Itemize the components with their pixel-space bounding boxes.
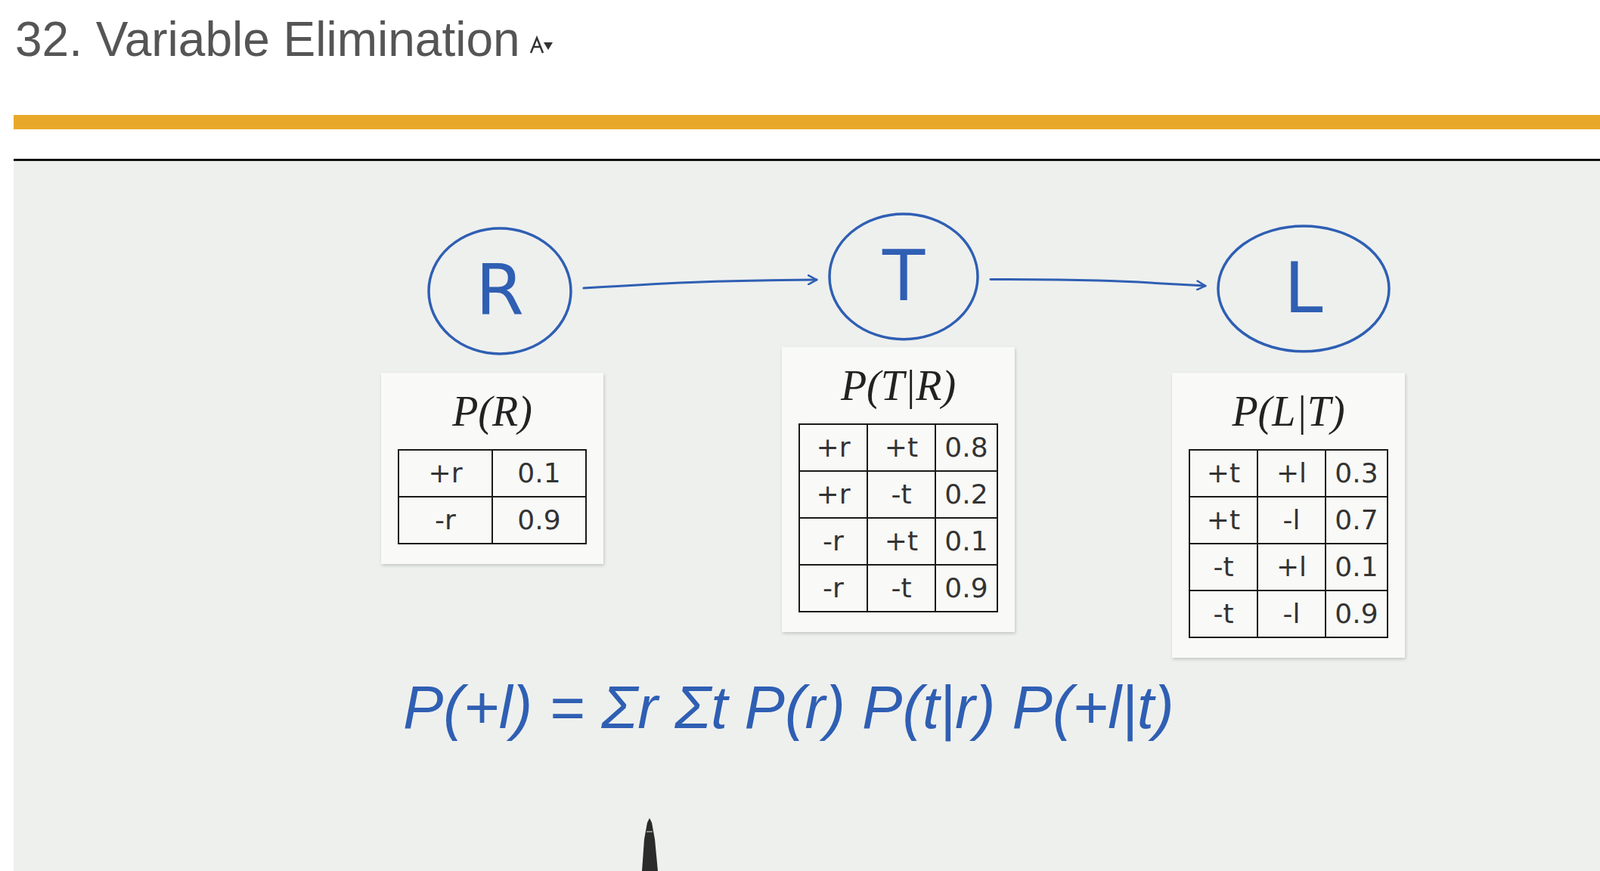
probability-table: P(R) +r0.1-r0.9: [381, 372, 604, 565]
hand-drawn-circle: [428, 228, 571, 354]
table-cell: 0.9: [1326, 591, 1387, 637]
variable-letter: T: [882, 238, 925, 315]
table-cell: 0.7: [1326, 497, 1387, 543]
icon-triangle: [543, 42, 553, 50]
table-cell: -t: [1190, 544, 1257, 590]
probability-table: P(L|T)+t+l0.3+t-l0.7-t+l0.1-t-l0.9: [1172, 372, 1405, 658]
table-cell: +t: [1190, 497, 1257, 543]
arrow-connector: [583, 279, 817, 289]
table-grid: +r0.1-r0.9: [397, 449, 587, 545]
variable-node: R: [426, 226, 574, 357]
table-grid: +t+l0.3+t-l0.7-t+l0.1-t-l0.9: [1188, 449, 1389, 639]
table-cell: +r: [399, 450, 492, 497]
table-heading: P(L|T): [1188, 386, 1389, 438]
formula: P(+l) = Σr Σt P(r) P(t|r) P(+l|t): [403, 671, 1175, 745]
table-cell: 0.9: [493, 497, 586, 543]
table-cell: 0.1: [1326, 544, 1387, 590]
table-cell: -t: [1190, 591, 1257, 637]
table-cell: +l: [1258, 450, 1325, 497]
pen-tip: [641, 818, 658, 871]
pen-ring: [646, 831, 653, 833]
table-cell: +t: [868, 424, 935, 471]
table-cell: 0.9: [936, 565, 997, 611]
table-cell: +l: [1258, 544, 1325, 590]
icon-stroke: [530, 37, 543, 53]
table-cell: 0.1: [493, 450, 586, 497]
accent-bar: [13, 114, 1600, 130]
variable-letter: L: [1283, 250, 1323, 327]
table-cell: +r: [800, 424, 867, 471]
arrow-connector: [990, 279, 1206, 286]
table-heading: P(R): [397, 386, 587, 438]
table-cell: 0.3: [1326, 450, 1387, 497]
table-heading: P(T|R): [798, 360, 999, 412]
page-title: 32. Variable Elimination: [15, 12, 521, 69]
variable-node: L: [1215, 223, 1392, 354]
hand-drawn-circle: [829, 213, 978, 340]
table-cell: -t: [868, 471, 935, 518]
variable-letter: R: [475, 252, 525, 329]
pen-body: [641, 818, 658, 871]
table-cell: -r: [800, 565, 867, 611]
table-cell: -l: [1258, 591, 1325, 637]
table-cell: -r: [800, 518, 867, 565]
rule-line: [13, 158, 1600, 162]
table-cell: +r: [800, 471, 867, 518]
table-cell: -l: [1258, 497, 1325, 543]
whiteboard: [13, 161, 1600, 871]
hand-drawn-circle: [1218, 226, 1390, 352]
table-cell: -r: [399, 497, 492, 543]
table-cell: -t: [868, 565, 935, 611]
variable-node: T: [827, 211, 980, 342]
font-size-icon: [530, 37, 553, 53]
table-cell: 0.1: [936, 518, 997, 565]
table-cell: 0.2: [936, 471, 997, 518]
table-cell: 0.8: [936, 424, 997, 471]
table-grid: +r+t0.8+r-t0.2-r+t0.1-r-t0.9: [798, 423, 999, 613]
table-cell: +t: [868, 518, 935, 565]
table-cell: +t: [1190, 450, 1257, 497]
probability-table: P(T|R)+r+t0.8+r-t0.2-r+t0.1-r-t0.9: [781, 347, 1015, 633]
